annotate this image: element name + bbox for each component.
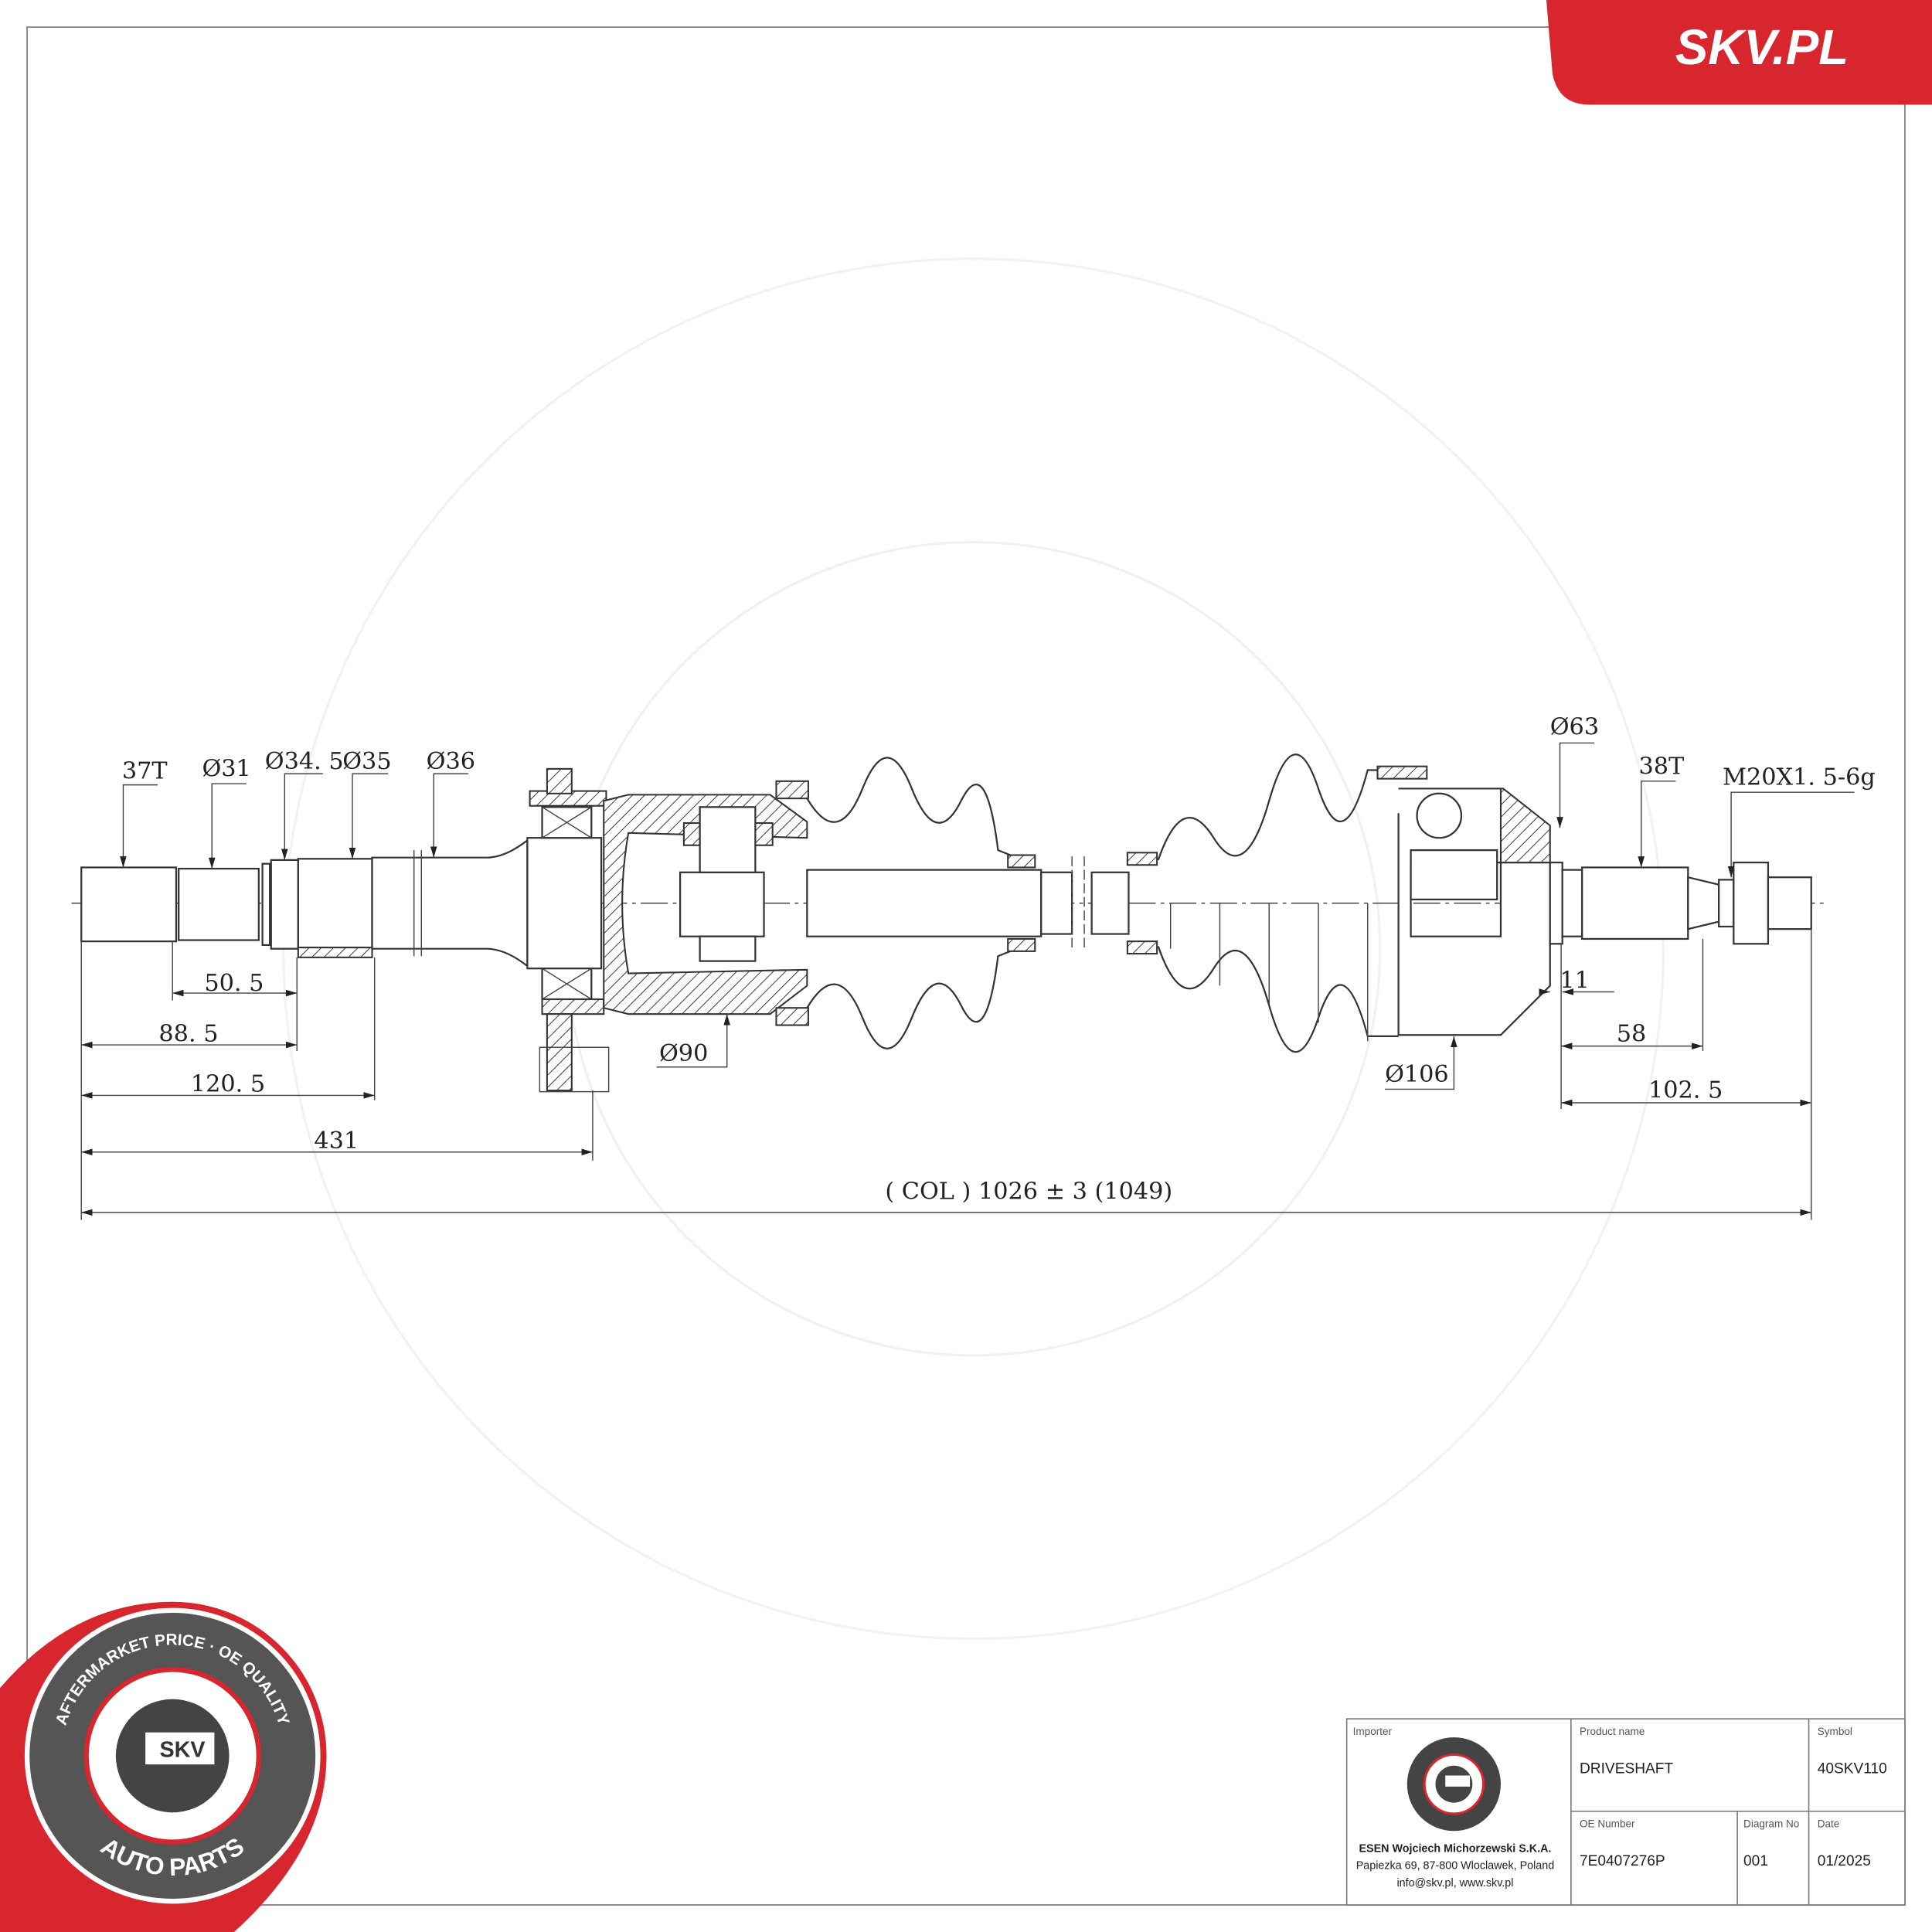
product-name-label: Product name <box>1580 1726 1645 1737</box>
dim-thread: M20X1. 5-6g <box>1723 764 1876 791</box>
importer-label: Importer <box>1353 1726 1393 1737</box>
importer-name: ESEN Wojciech Michorzewski S.K.A. <box>1359 1842 1551 1855</box>
dim-d34-5: Ø34. 5 <box>265 748 344 775</box>
dim-d36: Ø36 <box>427 748 475 775</box>
product-name: DRIVESHAFT <box>1580 1760 1673 1777</box>
outer-cv-joint <box>1376 765 1551 1036</box>
inner-stub-shaft <box>80 767 610 1093</box>
brand-logo-text: SKV.PL <box>1675 19 1849 75</box>
skv-badge: SKV AFTERMARKET PRICE · OE QUALITY AUTO … <box>0 1601 327 1932</box>
dim-d31: Ø31 <box>202 755 250 782</box>
outer-stub-shaft <box>1549 861 1812 945</box>
intermediate-shaft <box>806 856 1130 951</box>
symbol-label: Symbol <box>1818 1726 1852 1737</box>
inner-boot <box>775 757 1036 1049</box>
dim-d35: Ø35 <box>342 748 391 775</box>
sheet-border <box>26 26 1906 1906</box>
dim-11: 11 <box>1560 968 1590 995</box>
dim-102-5: 102. 5 <box>1648 1077 1723 1104</box>
length-dimensions: 50. 5 88. 5 120. 5 431 11 58 102. 5 ( CO… <box>80 929 1812 1220</box>
dim-total-length: ( COL ) 1026 ± 3 (1049) <box>885 1178 1172 1205</box>
title-block: Importer ESEN Wojciech Michorzewski S.K.… <box>1345 1718 1906 1906</box>
dim-431: 431 <box>314 1128 359 1155</box>
dim-d90: Ø90 <box>659 1040 708 1067</box>
diagram-no: 001 <box>1743 1853 1768 1869</box>
dim-inner-spline: 37T <box>122 758 168 785</box>
symbol: 40SKV110 <box>1818 1760 1887 1777</box>
dim-d106: Ø106 <box>1385 1061 1449 1088</box>
brand-banner: SKV.PL <box>1546 0 1932 105</box>
dim-120-5: 120. 5 <box>191 1071 265 1098</box>
oe-number-label: OE Number <box>1580 1818 1635 1829</box>
importer-contact: info@skv.pl, www.skv.pl <box>1396 1877 1513 1889</box>
inner-tripod-joint <box>603 794 808 1015</box>
outer-boot <box>1126 753 1399 1053</box>
date-label: Date <box>1818 1818 1840 1829</box>
diagram-no-label: Diagram No <box>1743 1818 1799 1829</box>
oe-number: 7E0407276P <box>1580 1853 1665 1869</box>
dim-50-5: 50. 5 <box>204 970 264 997</box>
dim-outer-spline: 38T <box>1639 753 1685 780</box>
dim-d63: Ø63 <box>1550 713 1599 740</box>
dim-58: 58 <box>1617 1020 1647 1047</box>
importer-address: Papiezka 69, 87-800 Wloclawek, Poland <box>1356 1860 1554 1872</box>
dim-88-5: 88. 5 <box>158 1020 218 1047</box>
badge-center-text: SKV <box>159 1738 205 1763</box>
date: 01/2025 <box>1818 1853 1871 1869</box>
importer-logo <box>1406 1737 1501 1832</box>
diameter-callouts: 37T Ø31 Ø34. 5 Ø35 Ø36 Ø90 Ø63 38T M20X1… <box>120 713 1876 1090</box>
